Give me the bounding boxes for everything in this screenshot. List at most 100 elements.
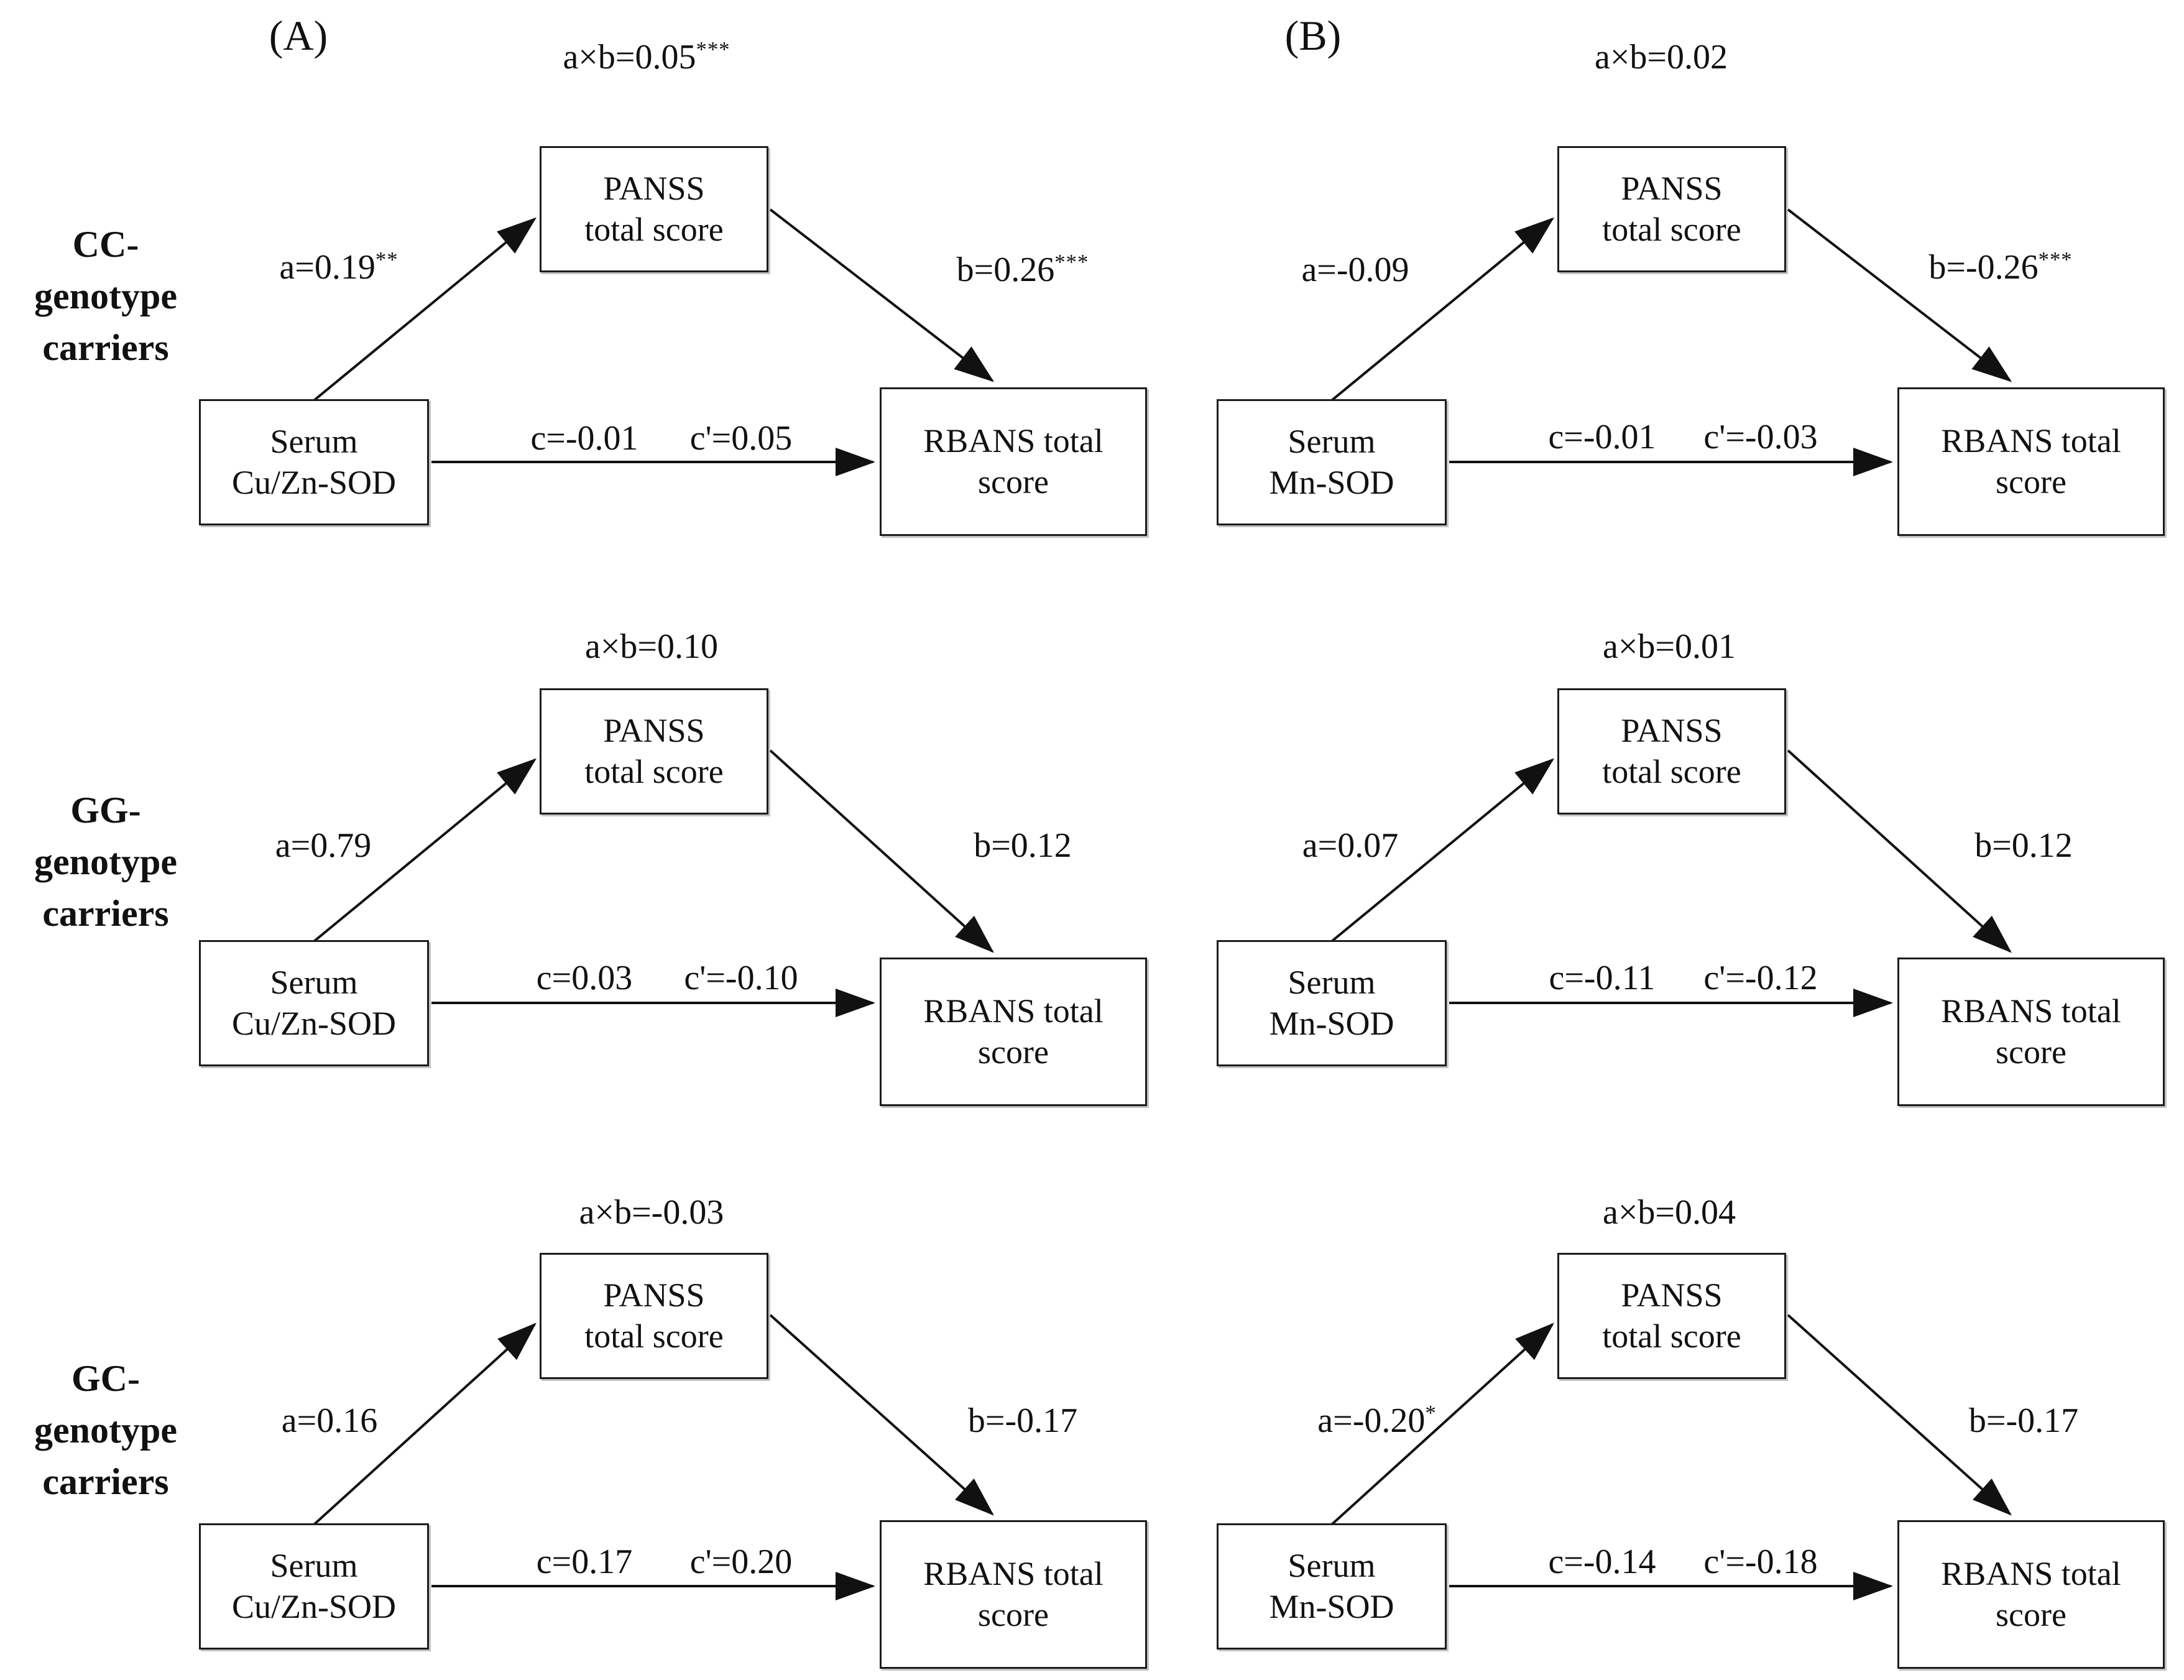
box-text: Serum	[1288, 963, 1376, 1001]
path-label-b: b=-0.17	[1969, 1403, 2078, 1438]
row-label-line: CC-	[72, 224, 139, 265]
coefficient: c=-0.01	[1548, 418, 1656, 456]
coefficient: a×b=0.01	[1602, 627, 1736, 666]
box-text: RBANS total	[1941, 992, 2121, 1030]
row-label-gc-genotype: GC- genotype carriers	[0, 1353, 211, 1507]
arrows-panel-b-row1	[1330, 208, 2012, 476]
path-label-b: b=-0.26***	[1928, 248, 2072, 287]
coefficient: a×b=0.04	[1602, 1193, 1736, 1232]
outcome-box-rbans: RBANS total score	[880, 958, 1147, 1106]
path-label-c-prime: c'=-0.03	[1703, 420, 1817, 455]
box-text: Mn-SOD	[1269, 1587, 1394, 1625]
row-label-line: genotype	[34, 1409, 177, 1451]
significance-asterisks: **	[375, 247, 399, 272]
box-text: total score	[1602, 752, 1741, 790]
box-text: score	[1996, 1033, 2067, 1071]
box-text: Serum	[1288, 422, 1376, 460]
path-label-b: b=0.12	[1974, 828, 2073, 863]
coefficient: c'=-0.12	[1703, 959, 1818, 997]
box-text: RBANS total	[923, 1554, 1104, 1592]
path-label-b: b=-0.17	[968, 1403, 1077, 1438]
predictor-box-mn-sod: Serum Mn-SOD	[1217, 940, 1447, 1066]
outcome-box-rbans: RBANS total score	[1897, 958, 2165, 1106]
row-label-line: GG-	[70, 790, 141, 831]
mediator-box-panss: PANSS total score	[540, 146, 768, 272]
coefficient: a×b=-0.03	[579, 1193, 724, 1232]
outcome-box-rbans: RBANS total score	[880, 387, 1147, 536]
box-text: Serum	[270, 422, 358, 460]
box-text: score	[978, 1595, 1049, 1633]
path-label-a: a=0.19**	[279, 247, 399, 285]
outcome-box-rbans: RBANS total score	[1897, 387, 2165, 536]
coefficient: b=0.26	[956, 251, 1055, 289]
coefficient: a=-0.09	[1301, 251, 1409, 289]
mediator-box-panss: PANSS total score	[540, 1253, 768, 1379]
path-label-axb: a×b=-0.03	[579, 1195, 724, 1230]
row-label-line: carriers	[42, 1461, 169, 1502]
box-text: Mn-SOD	[1269, 463, 1394, 501]
mediator-box-panss: PANSS total score	[1557, 688, 1786, 815]
coefficient: b=-0.26	[1928, 248, 2039, 287]
path-label-a: a=0.16	[282, 1403, 377, 1438]
path-label-c: c=0.17	[537, 1544, 632, 1579]
outcome-box-rbans: RBANS total score	[880, 1520, 1147, 1669]
predictor-box-mn-sod: Serum Mn-SOD	[1217, 399, 1447, 525]
panel-a-header: (A)	[269, 12, 328, 59]
panel-b-header: (B)	[1284, 12, 1342, 59]
mediator-box-panss: PANSS total score	[1557, 146, 1786, 272]
box-text: Cu/Zn-SOD	[231, 463, 396, 501]
path-label-axb: a×b=0.05***	[563, 38, 730, 76]
box-text: total score	[584, 1317, 724, 1355]
path-label-a: a=0.79	[275, 828, 371, 863]
box-text: Serum	[270, 963, 358, 1001]
path-label-c: c=0.03	[537, 961, 632, 995]
coefficient: a×b=0.10	[584, 627, 719, 666]
coefficient: a=-0.20	[1317, 1401, 1426, 1440]
box-text: PANSS	[603, 711, 705, 749]
row-label-line: carriers	[42, 892, 169, 934]
box-text: PANSS	[1621, 1276, 1723, 1314]
significance-asterisks: *	[1425, 1400, 1437, 1425]
box-text: score	[1996, 463, 2067, 501]
box-text: RBANS total	[923, 992, 1104, 1030]
coefficient: a=0.16	[281, 1401, 378, 1440]
path-label-c-prime: c'=0.05	[690, 421, 793, 456]
box-text: Serum	[1288, 1546, 1376, 1584]
box-text: total score	[584, 210, 724, 248]
predictor-box-cuzn-sod: Serum Cu/Zn-SOD	[199, 399, 429, 525]
arrows-panel-a-row1	[313, 208, 995, 476]
coefficient: a×b=0.02	[1594, 38, 1728, 76]
box-text: Serum	[270, 1546, 358, 1584]
coefficient: c=-0.14	[1548, 1543, 1656, 1581]
coefficient: c'=-0.03	[1703, 418, 1818, 456]
row-label-line: carriers	[42, 326, 169, 368]
path-label-c: c=-0.14	[1548, 1544, 1656, 1579]
path-label-c-prime: c'=0.20	[690, 1544, 793, 1579]
outcome-box-rbans: RBANS total score	[1897, 1520, 2165, 1669]
path-label-axb: a×b=0.04	[1603, 1195, 1736, 1230]
coefficient: c'=0.20	[689, 1543, 793, 1581]
coefficient: c'=-0.10	[684, 959, 798, 997]
box-text: PANSS	[1621, 169, 1723, 207]
box-text: PANSS	[603, 169, 705, 207]
predictor-box-cuzn-sod: Serum Cu/Zn-SOD	[199, 940, 429, 1066]
coefficient: a=0.79	[275, 826, 372, 865]
arrows-panel-a-row2	[313, 749, 994, 1017]
coefficient: a=0.07	[1302, 826, 1399, 865]
row-label-cc-genotype: CC- genotype carriers	[0, 219, 211, 373]
row-label-gg-genotype: GG- genotype carriers	[0, 785, 211, 939]
coefficient: a×b=0.05	[563, 38, 696, 76]
coefficient: b=-0.17	[967, 1401, 1078, 1440]
path-label-a: a=-0.20*	[1317, 1400, 1437, 1440]
path-label-axb: a×b=0.10	[585, 629, 718, 664]
arrows-panel-b-row2	[1330, 749, 2012, 1017]
box-text: Cu/Zn-SOD	[231, 1004, 396, 1042]
box-text: total score	[584, 752, 724, 790]
path-label-a: a=0.07	[1302, 828, 1398, 863]
arrows-panel-a-row3	[313, 1314, 994, 1600]
coefficient: c'=-0.18	[1703, 1543, 1818, 1581]
box-text: score	[978, 1033, 1049, 1071]
arrows-panel-b-row3	[1330, 1314, 2012, 1600]
